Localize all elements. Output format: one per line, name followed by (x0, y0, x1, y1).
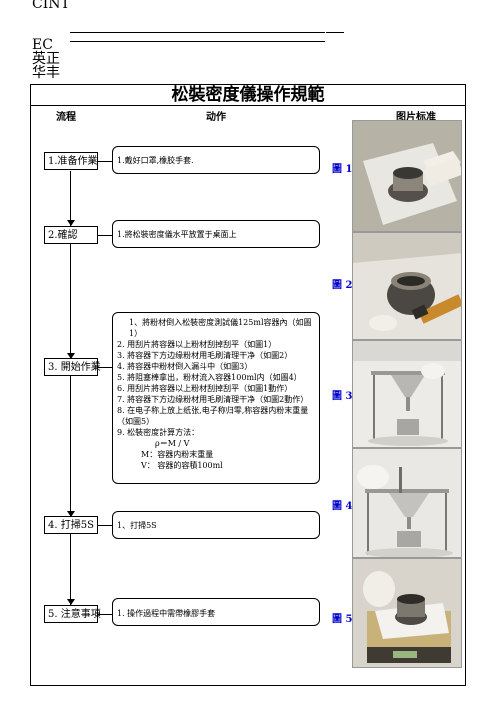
connector-1 (98, 161, 112, 162)
header-rule-top (70, 32, 325, 33)
density-formula: ρ＝M / V (155, 439, 190, 448)
flow-line-4 (70, 534, 71, 605)
action-box-confirm: 1.將松裝密度儀水平放置于桌面上 (112, 220, 320, 248)
connector-4 (98, 525, 112, 526)
flow-arrow-2 (67, 353, 75, 359)
photo-brushing-container (352, 232, 462, 340)
column-header-action: 动作 (206, 112, 226, 123)
flow-line-2 (70, 244, 71, 358)
flow-arrow-1 (67, 220, 75, 226)
formula-v-definition: V： 容器的容積100ml (141, 461, 223, 470)
action-line-1: 1、將粉材倒入松裝密度測試儀125ml容器內（如圖1） (129, 318, 312, 338)
action-line-4: 4. 將容器中粉材倒入漏斗中（如圖3） (117, 362, 253, 371)
page-title: 松裝密度儀操作規範 (30, 84, 466, 106)
action-box-prepare: 1.戴好口罩,橡胶手套. (112, 146, 320, 174)
figure-label-4: 圖 4 (332, 501, 353, 512)
photo-scraping-container (352, 120, 462, 232)
connector-3 (98, 367, 112, 368)
figure-label-3: 圖 3 (332, 391, 353, 402)
flow-arrow-3 (67, 511, 75, 517)
figure-label-1: 圖 1 (332, 164, 353, 175)
company-logo-line3: 英正 (32, 51, 60, 67)
flow-line-3 (70, 376, 71, 516)
step-prepare: 1.准备作業 (44, 152, 98, 170)
connector-2 (98, 235, 112, 236)
action-line-2: 2. 用刮片將容器以上粉材刮掉刮平（如圖1） (117, 340, 277, 349)
header-rule-top-short (326, 32, 344, 33)
action-box-start-work: 1、將粉材倒入松裝密度測試儀125ml容器內（如圖1） 2. 用刮片將容器以上粉… (112, 312, 320, 484)
figure-label-2: 圖 2 (332, 280, 353, 291)
action-line-5: 5. 將阻塞棒拿出，粉材流入容器100ml内（如圖4） (117, 373, 302, 382)
photo-funnel-apparatus (352, 340, 462, 448)
header-rule-bottom (70, 41, 325, 42)
column-header-flow: 流程 (56, 112, 76, 123)
action-line-3: 3. 將容器下方边缘粉材用毛刷清理干净（如圖2） (117, 351, 293, 360)
company-logo-line2: EC (32, 37, 53, 53)
flow-arrow-4 (67, 599, 75, 605)
step-start-work: 3. 開始作業 (44, 358, 101, 376)
figure-label-5: 圖 5 (332, 614, 353, 625)
connector-5 (98, 614, 112, 615)
action-box-notes: 1. 操作過程中需帶橡膠手套 (112, 598, 320, 626)
step-confirm: 2.確認 (44, 226, 98, 244)
photo-funnel-flow (352, 448, 462, 558)
column-header-image: 图片标准 (396, 112, 436, 123)
company-logo-line1: CINT (32, 0, 70, 12)
action-box-clean-5s: 1、打掃5S (112, 511, 320, 539)
action-line-6: 6. 用刮片將容器以上粉材刮掉刮平（如圖1動作） (117, 384, 293, 393)
procedure-frame (30, 84, 466, 686)
formula-m-definition: M：容器内粉末重量 (141, 450, 214, 459)
company-logo-line4: 华丰 (32, 65, 60, 81)
action-line-8: 8. 在电子称上放上纸张,电子称归零,称容器内粉末重量（如圖5） (117, 406, 309, 426)
step-notes: 5. 注意事項 (44, 605, 101, 623)
action-line-7: 7. 將容器下方边缘粉材用毛刷清理干净（如圖2動作） (117, 395, 309, 404)
action-line-9: 9. 松裝密度計算方法： (117, 428, 200, 437)
flow-line-1 (70, 171, 71, 226)
photo-weighing-scale (352, 558, 462, 668)
step-clean-5s: 4. 打掃5S (44, 516, 98, 534)
